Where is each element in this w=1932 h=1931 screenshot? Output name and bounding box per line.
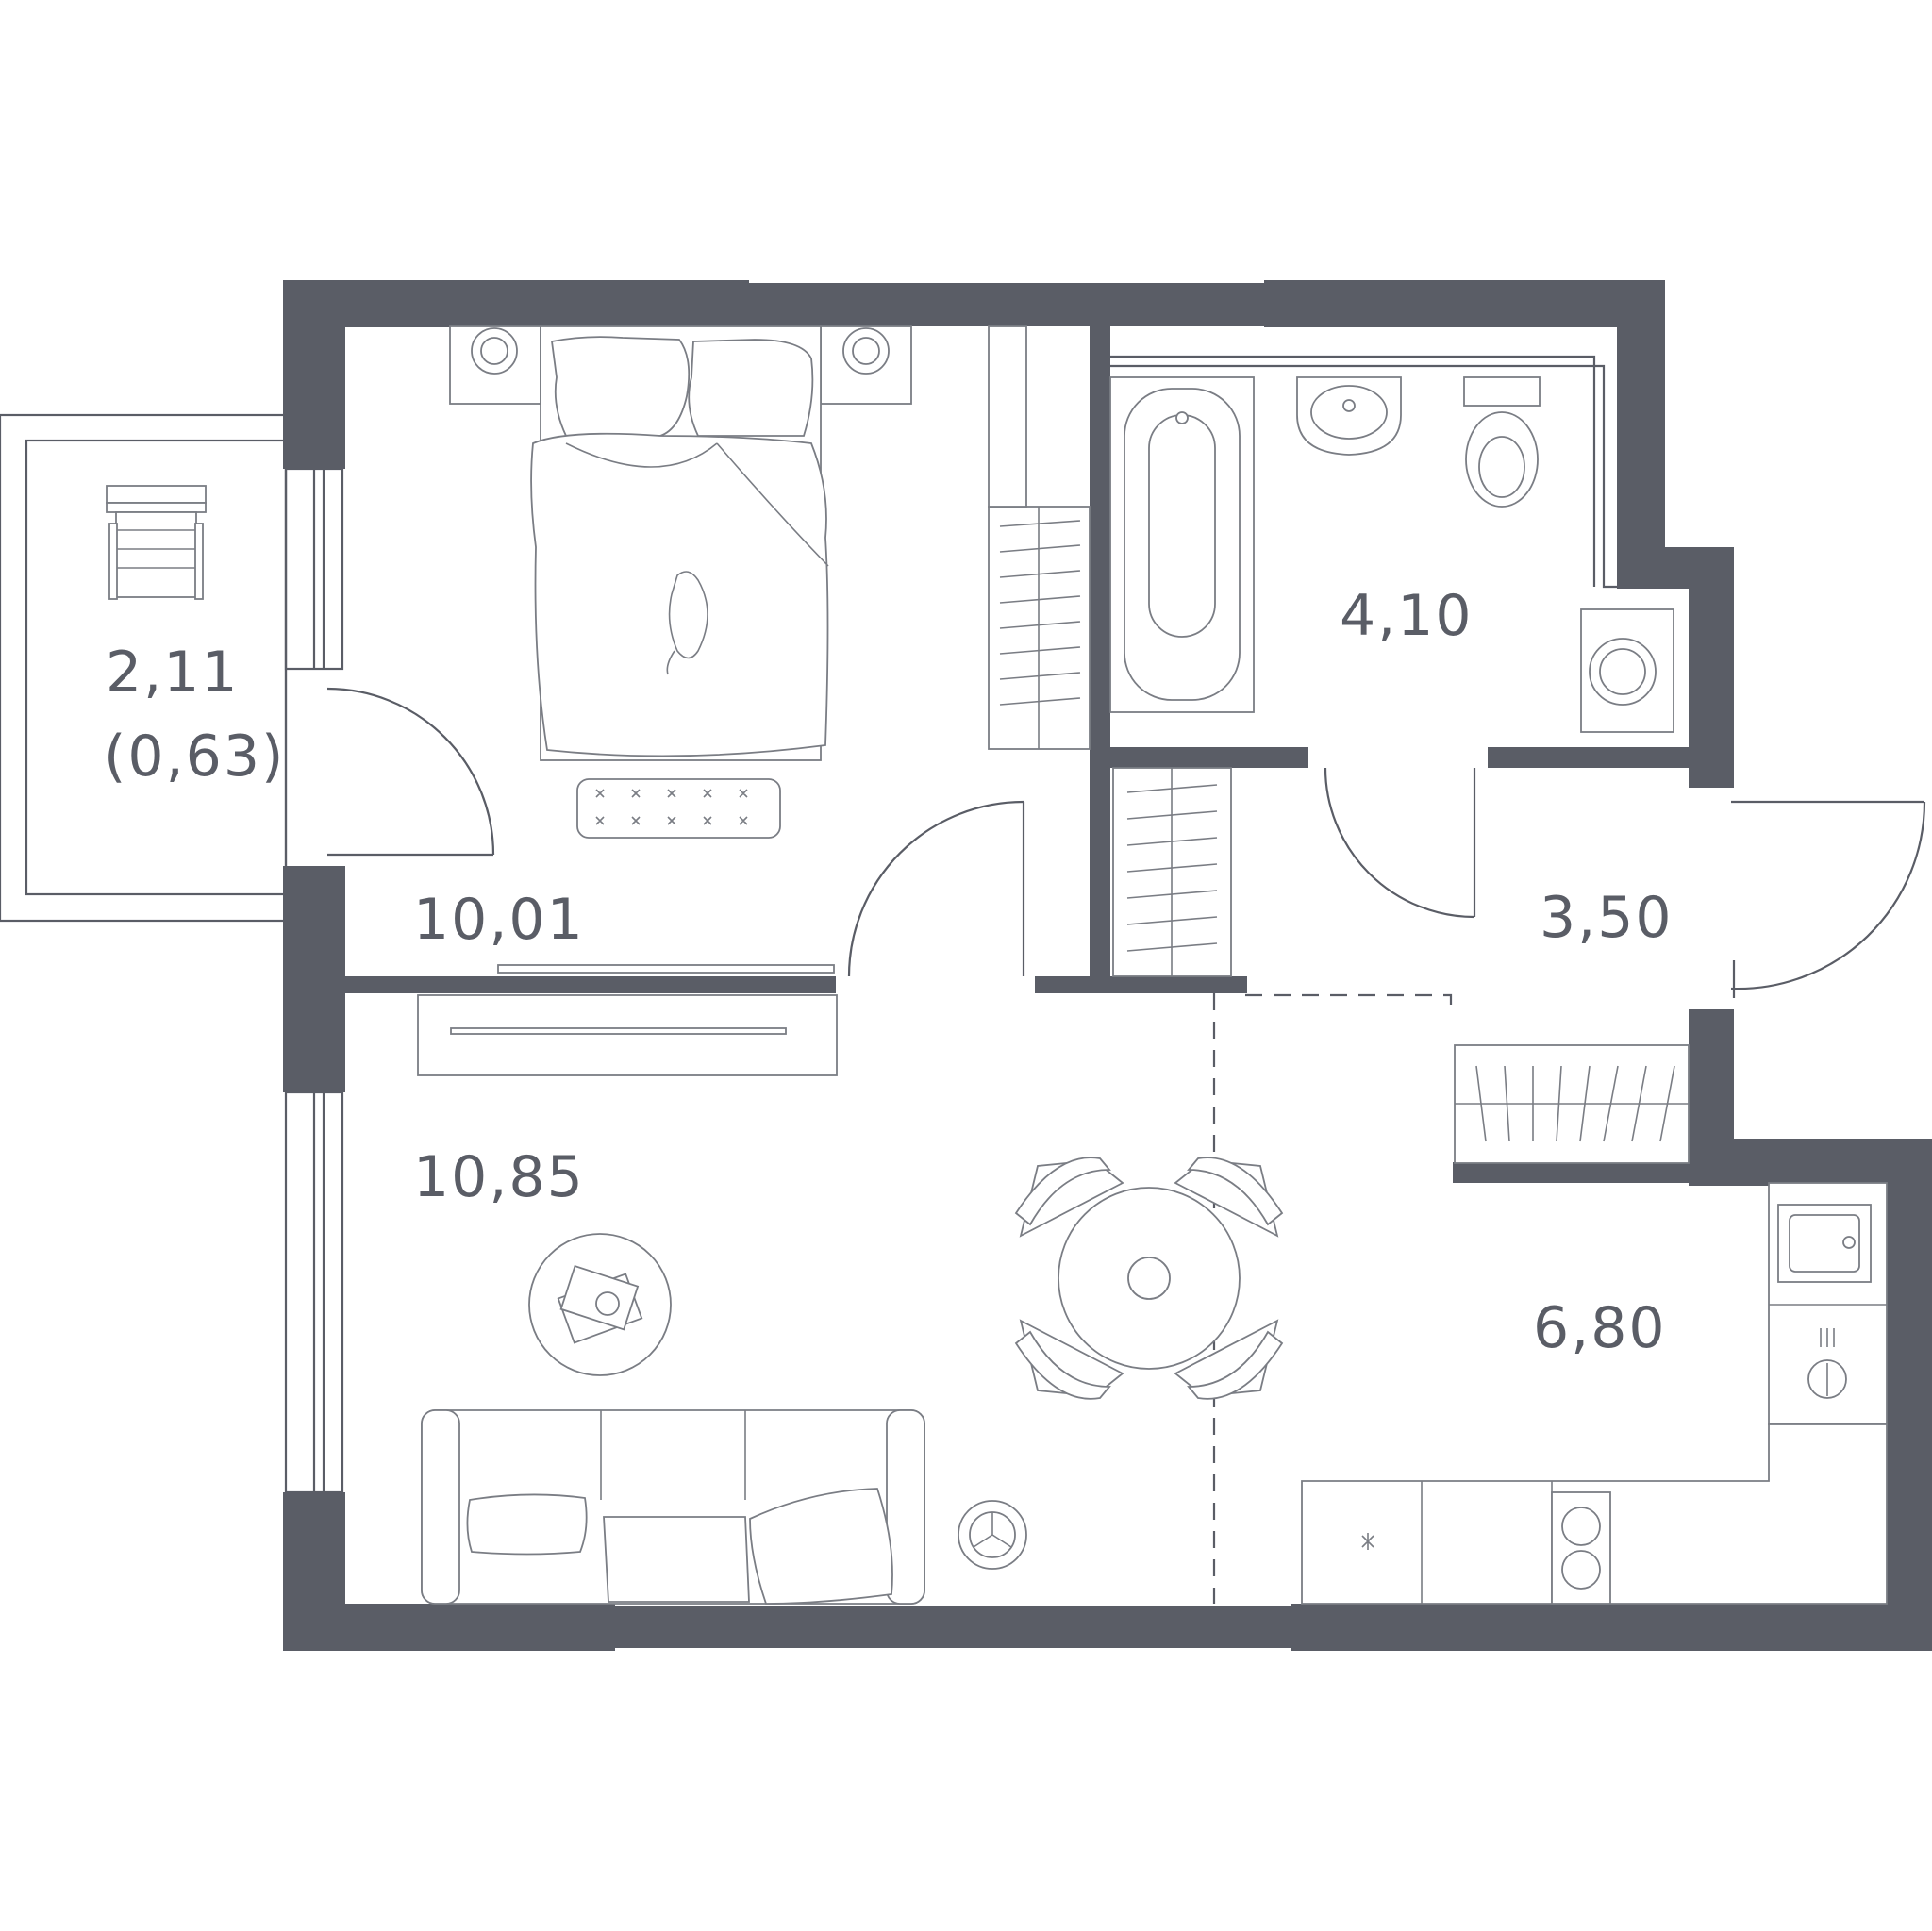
hallway-area: 3,50 bbox=[1540, 885, 1674, 951]
wall-top-right bbox=[1264, 280, 1665, 327]
tv-stand bbox=[417, 994, 838, 1076]
entrance-wardrobe bbox=[1454, 1044, 1690, 1164]
sofa-arm-left bbox=[421, 1409, 460, 1605]
bedroom-furniture bbox=[449, 325, 1091, 974]
kitchen-fixtures bbox=[1301, 1182, 1888, 1605]
balcony bbox=[0, 413, 288, 923]
wall-right-upper bbox=[1689, 547, 1734, 788]
flower-vase-icon bbox=[1127, 1257, 1171, 1300]
dining-set bbox=[1014, 1157, 1284, 1400]
chair-top-left bbox=[1014, 1157, 1124, 1238]
cat-icon bbox=[666, 571, 708, 675]
door-bedroom bbox=[847, 800, 1025, 977]
bathroom-inner-lining bbox=[1110, 364, 1689, 589]
walls bbox=[283, 280, 1932, 1651]
living-room-area: 10,85 bbox=[413, 1144, 585, 1210]
wall-top-left bbox=[283, 280, 749, 327]
wall-bath-left bbox=[1090, 326, 1110, 993]
balcony-area: 2,11 bbox=[106, 640, 240, 706]
balcony-reduced-area: (0,63) bbox=[104, 724, 285, 790]
wall-right-bath bbox=[1617, 280, 1665, 549]
wall-right-kitchen bbox=[1887, 1139, 1932, 1651]
kitchen-area: 6,80 bbox=[1533, 1295, 1667, 1361]
wall-bedroom-hall bbox=[1035, 976, 1247, 993]
bathroom-inner-lining-2 bbox=[1110, 355, 1596, 587]
tv-icon bbox=[450, 1027, 787, 1035]
wall-bath-bottom-right bbox=[1488, 747, 1689, 768]
cushion-left bbox=[466, 1493, 588, 1556]
hall-zone-divider bbox=[1245, 993, 1453, 1014]
deck-chair-icon bbox=[106, 485, 207, 600]
wall-bath-bottom-left bbox=[1110, 747, 1308, 768]
wall-left-top bbox=[283, 280, 345, 469]
wall-left-mid bbox=[283, 866, 345, 1092]
door-balcony bbox=[326, 687, 495, 857]
door-entrance bbox=[1730, 800, 1926, 998]
wall-bottom-left bbox=[283, 1604, 615, 1651]
magazines-icon bbox=[557, 1264, 643, 1344]
dishwasher-icon bbox=[1361, 1533, 1374, 1550]
bedroom-shelf bbox=[988, 325, 1027, 508]
wardrobe-hangers bbox=[999, 520, 1081, 706]
wall-right-lower bbox=[1689, 1009, 1734, 1141]
sofa-arm-right bbox=[886, 1409, 925, 1605]
cushion-mid bbox=[603, 1516, 750, 1603]
wall-bottom-right bbox=[1291, 1604, 1932, 1651]
wall-top-mid bbox=[745, 283, 1269, 326]
bathroom-area: 4,10 bbox=[1340, 583, 1474, 649]
wall-kitchen-niche bbox=[1453, 1162, 1689, 1183]
chair-top-right bbox=[1174, 1157, 1284, 1238]
chair-bottom-left bbox=[1014, 1319, 1124, 1400]
duvet bbox=[530, 432, 829, 757]
wall-bedroom-living bbox=[345, 976, 836, 993]
bedside-rug bbox=[576, 778, 781, 839]
door-bathroom bbox=[1324, 767, 1476, 919]
rug-pattern bbox=[595, 789, 748, 825]
wall-bottom-mid bbox=[613, 1606, 1294, 1648]
bathroom-fixtures bbox=[1109, 376, 1674, 733]
pillow-left bbox=[550, 336, 691, 437]
hall-wardrobe bbox=[1112, 767, 1232, 977]
living-furniture bbox=[417, 994, 1027, 1605]
window-living bbox=[284, 1090, 344, 1494]
bedroom-tv bbox=[497, 964, 835, 974]
pillow-right bbox=[688, 339, 814, 437]
chair-bottom-right bbox=[1174, 1319, 1284, 1400]
water-filter-icon bbox=[1807, 1328, 1847, 1399]
toilet-tank bbox=[1463, 376, 1541, 407]
bedroom-area: 10,01 bbox=[413, 887, 585, 953]
window-bedroom bbox=[284, 467, 344, 671]
cushion-right bbox=[749, 1488, 893, 1605]
